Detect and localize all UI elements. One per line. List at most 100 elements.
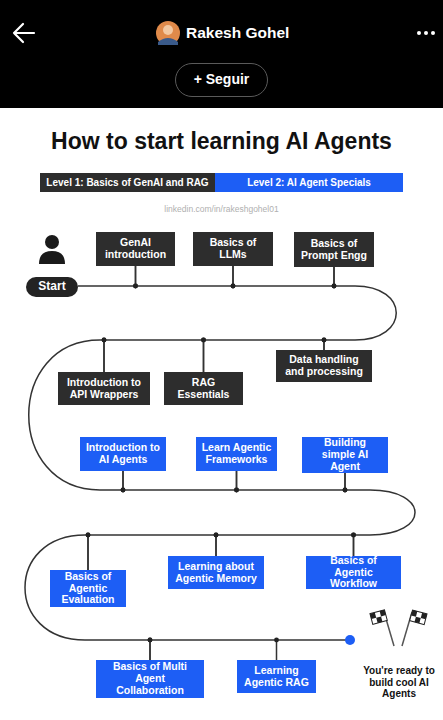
- roadmap-path: [324, 267, 396, 350]
- menu-dot: [424, 31, 428, 35]
- junction-dot: [214, 533, 219, 538]
- junction-dot: [322, 338, 327, 343]
- title-text: How to start learning AI Agents: [0, 128, 443, 155]
- label-text: linkedin.com/in/rakeshgohel01: [0, 204, 443, 214]
- flag-check: [380, 610, 386, 617]
- finish-flags: [370, 610, 427, 646]
- junction-dot: [86, 533, 91, 538]
- roadmap-path: [216, 535, 354, 556]
- junction-dot: [234, 488, 239, 493]
- flag-check: [376, 616, 382, 623]
- follow-button: + Seguir: [175, 63, 268, 97]
- node-label: Data handling and processing: [280, 354, 368, 378]
- person-body: [39, 251, 65, 264]
- avatar-face: [163, 25, 173, 35]
- level2-step: Learning about Agentic Memory: [168, 556, 264, 589]
- person-head: [45, 235, 59, 249]
- junction-dot: [332, 284, 337, 289]
- flag-check: [370, 612, 376, 619]
- level2-step: Basics of Agentic Workflow: [306, 556, 401, 589]
- legend-text: Level 1: Basics of GenAI and RAG: [46, 177, 208, 188]
- road-end: [277, 639, 351, 641]
- legend-swatch: Level 1: Basics of GenAI and RAG: [40, 173, 215, 192]
- junction-dot: [148, 638, 153, 643]
- start-pill: Start: [26, 277, 78, 297]
- menu-dot: [431, 31, 435, 35]
- roadmap-path: [78, 266, 136, 286]
- level1-step: Basics of Prompt Engg: [294, 232, 374, 267]
- node-label: RAG Essentials: [168, 377, 239, 401]
- roadmap-path: [345, 473, 415, 556]
- label-text: You're ready to build cool AI Agents: [358, 665, 440, 700]
- node-label: + Seguir: [194, 72, 250, 88]
- level1-step: Introduction to API Wrappers: [58, 372, 150, 405]
- level1-step: RAG Essentials: [164, 372, 243, 405]
- diagram-title: How to start learning AI Agents: [0, 128, 443, 155]
- junction-dot: [274, 638, 279, 643]
- flag-cloth: [370, 610, 387, 625]
- menu-dot: [417, 31, 421, 35]
- node-label: Basics of LLMs: [197, 237, 269, 261]
- roadmap-path: [104, 340, 204, 372]
- junction-dot: [201, 338, 206, 343]
- junction-dot: [231, 284, 236, 289]
- avatar: [156, 21, 180, 45]
- finish-note: You're ready to build cool AI Agents: [358, 665, 440, 700]
- roadmap-path: [150, 640, 277, 660]
- level2-step: Learning Agentic RAG: [237, 660, 316, 693]
- flag-check: [411, 610, 417, 617]
- junction-dot: [214, 533, 219, 538]
- label-text: Rakesh Gohel: [186, 24, 386, 42]
- junction-dot: [102, 338, 107, 343]
- junction-dot: [133, 284, 138, 289]
- junction-dot: [231, 284, 236, 289]
- finish-dot: [345, 635, 355, 645]
- node-label: Basics of Multi Agent Collaboration: [100, 661, 200, 696]
- flag-check: [421, 613, 427, 620]
- node-label: Introduction to AI Agents: [84, 442, 162, 466]
- level2-step: Introduction to AI Agents: [80, 437, 166, 471]
- junction-dot: [351, 533, 356, 538]
- junction-dot: [121, 488, 126, 493]
- junction-dot: [133, 284, 138, 289]
- roadmap-path: [233, 266, 334, 286]
- level2-step: Basics of Multi Agent Collaboration: [96, 660, 204, 698]
- avatar-body: [158, 38, 178, 45]
- node-label: Learn Agentic Frameworks: [200, 442, 273, 466]
- junction-dot: [201, 338, 206, 343]
- junction-dot: [332, 284, 337, 289]
- flag-cloth: [410, 610, 427, 625]
- level1-step: GenAI introduction: [96, 232, 175, 266]
- junction-dot: [148, 638, 153, 643]
- level2-step: Learn Agentic Frameworks: [196, 437, 277, 471]
- legend-text: Level 2: AI Agent Specials: [247, 177, 371, 188]
- junction-dot: [322, 338, 327, 343]
- level1-step: Basics of LLMs: [193, 232, 273, 266]
- back-arrow: [14, 24, 34, 42]
- roadmap-path: [123, 471, 237, 490]
- level2-step: Basics of Agentic Evaluation: [50, 570, 126, 607]
- node-label: Building simple AI Agent: [306, 437, 384, 472]
- junction-dot: [86, 533, 91, 538]
- junction-dot: [343, 488, 348, 493]
- legend-swatch: Level 2: AI Agent Specials: [215, 173, 403, 192]
- junction-dot: [102, 338, 107, 343]
- node-label: Basics of Prompt Engg: [298, 238, 370, 262]
- junction-dot: [351, 533, 356, 538]
- node-label: Introduction to API Wrappers: [62, 377, 146, 401]
- junction-dot: [234, 488, 239, 493]
- node-label: Basics of Agentic Workflow: [310, 555, 397, 590]
- header-bar: [0, 0, 443, 108]
- roadmap-path: [237, 471, 346, 490]
- level2-step: Building simple AI Agent: [302, 437, 388, 473]
- node-label: Learning Agentic RAG: [241, 665, 312, 689]
- node-label: Start: [38, 280, 65, 293]
- level1-step: Data handling and processing: [276, 350, 372, 382]
- watermark: linkedin.com/in/rakeshgohel01: [0, 204, 443, 214]
- roadmap-path: [136, 266, 234, 286]
- roadmap-path: [25, 535, 150, 660]
- junction-dot: [343, 488, 348, 493]
- junction-dot: [121, 488, 126, 493]
